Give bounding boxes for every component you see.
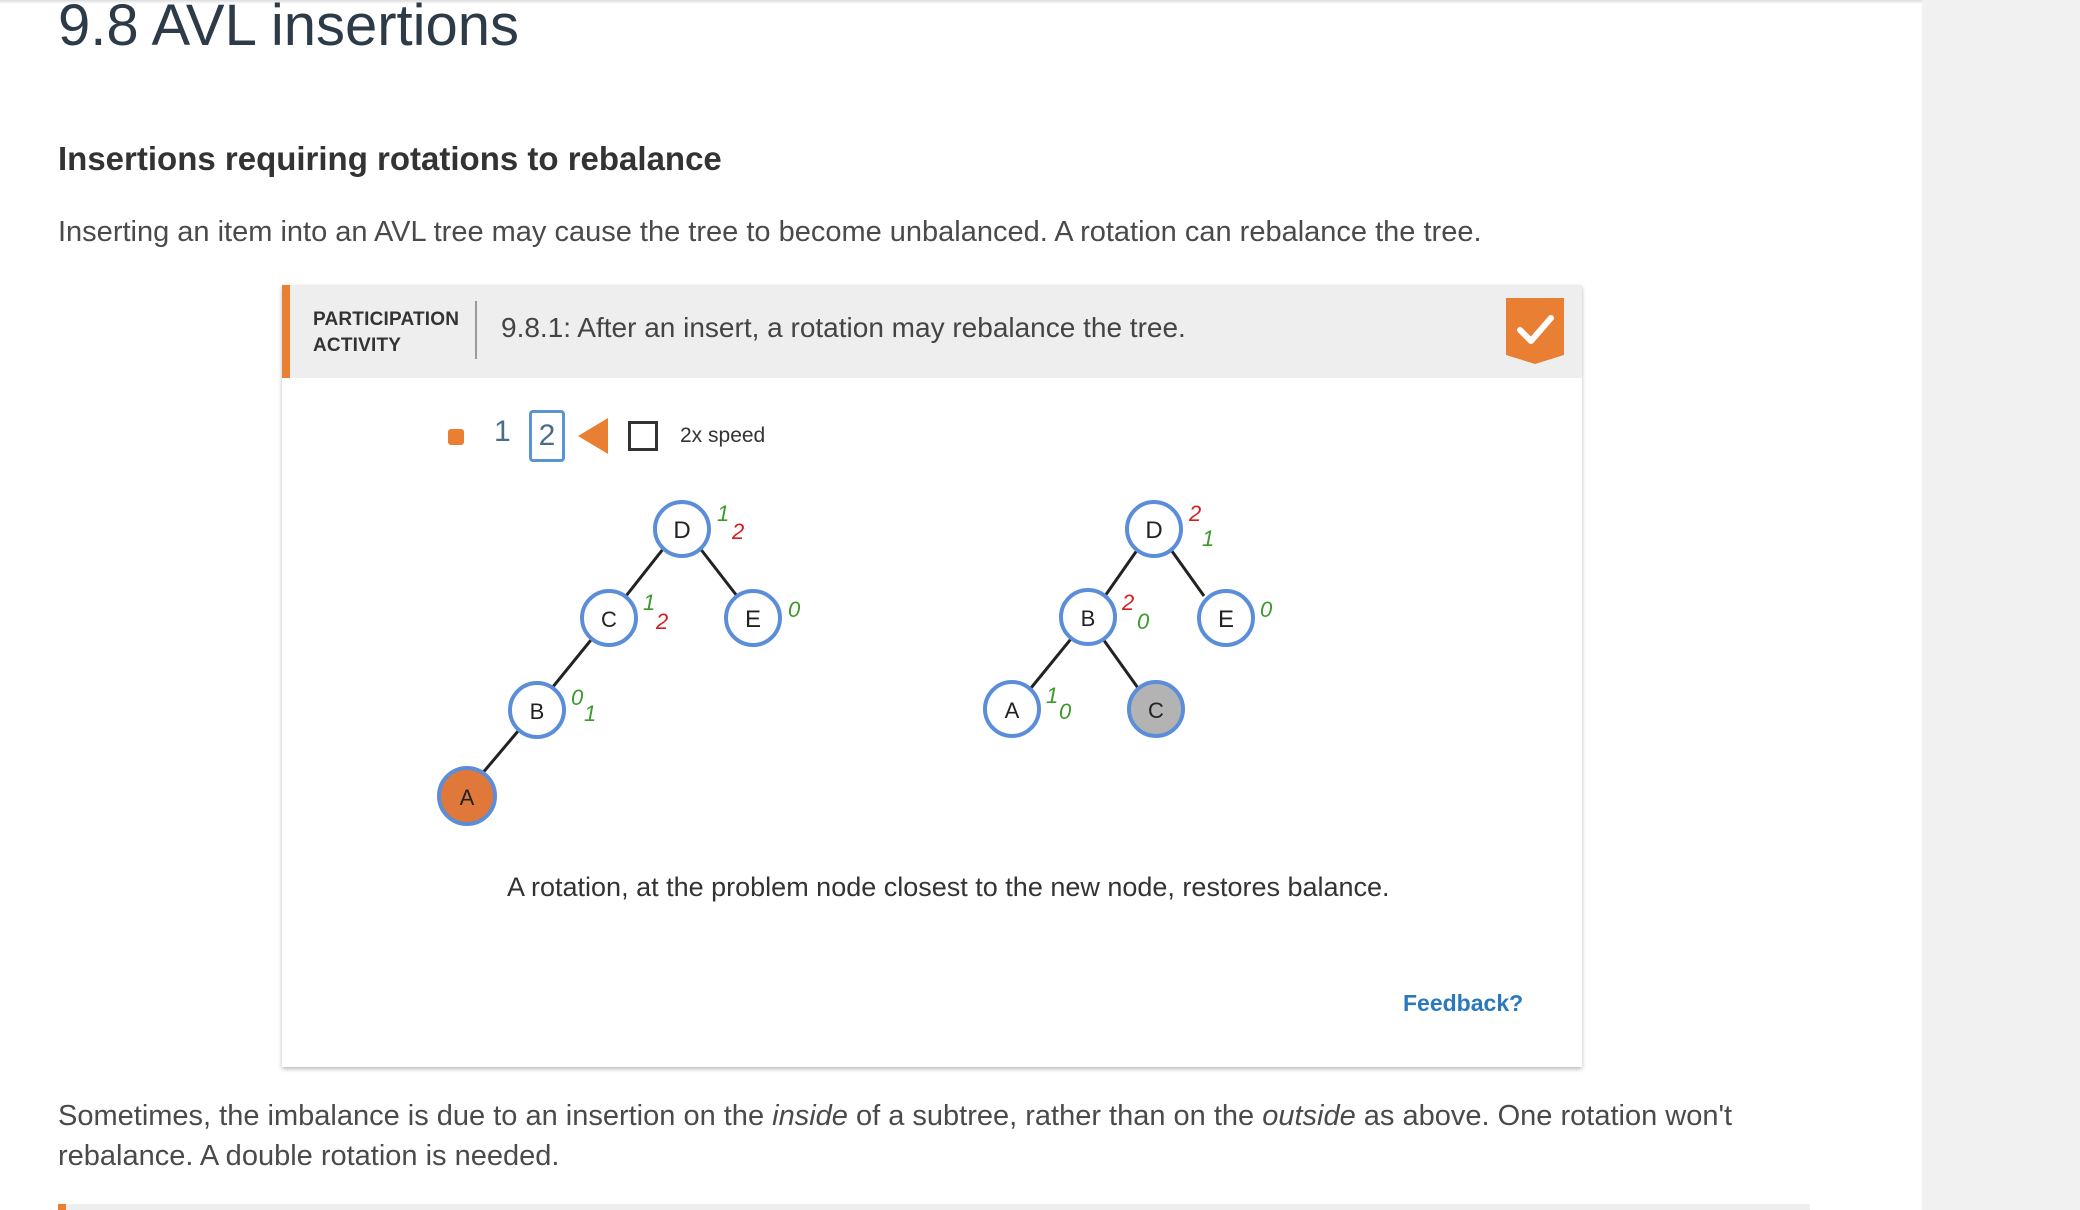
step-2-button[interactable]: 2: [529, 410, 565, 462]
outro-paragraph: Sometimes, the imbalance is due to an in…: [58, 1096, 1758, 1176]
intro-paragraph: Inserting an item into an AVL tree may c…: [58, 216, 1482, 248]
height-left: 1: [717, 501, 729, 526]
height-left: 2: [1121, 590, 1134, 615]
height-right: 2: [731, 519, 744, 544]
tree-node-b-after: B 2 0: [1059, 588, 1150, 646]
section-title: Insertions requiring rotations to rebala…: [58, 140, 722, 177]
tree-node-b: B 0 1: [508, 681, 596, 739]
activity-header: PARTICIPATION ACTIVITY 9.8.1: After an i…: [282, 285, 1582, 378]
node-label: C: [1148, 698, 1164, 723]
start-indicator-icon[interactable]: [448, 429, 464, 445]
activity-type-line2: ACTIVITY: [313, 335, 402, 356]
node-label: A: [1005, 698, 1020, 723]
node-label: E: [1218, 606, 1234, 633]
step-1-button[interactable]: 1: [494, 415, 511, 448]
node-label: D: [673, 517, 690, 544]
height-left: 0: [571, 685, 584, 710]
outro-text-2: of a subtree, rather than on the: [847, 1100, 1263, 1132]
page-title: 9.8 AVL insertions: [58, 0, 520, 58]
height-right: 1: [1202, 526, 1214, 551]
tree-node-c: C 1 2: [580, 589, 668, 647]
height-right: 2: [655, 609, 668, 634]
avl-tree-diagram: D 1 2 C 1 2 E 0 B 0 1 A D: [437, 500, 1273, 826]
tree-node-a-new: A: [437, 766, 497, 826]
activity-title: 9.8.1: After an insert, a rotation may r…: [501, 312, 1186, 343]
participation-activity: PARTICIPATION ACTIVITY 9.8.1: After an i…: [282, 285, 1582, 1067]
header-divider: [475, 301, 477, 359]
activity-accent-stripe: [282, 285, 290, 378]
height-right: 1: [584, 701, 596, 726]
node-label: E: [745, 606, 761, 633]
speed-checkbox[interactable]: [628, 421, 658, 451]
right-gutter: [1922, 0, 2080, 1210]
node-label: A: [460, 785, 475, 810]
outro-text-1: Sometimes, the imbalance is due to an in…: [58, 1100, 773, 1132]
activity-type-label: PARTICIPATION ACTIVITY: [313, 307, 459, 359]
feedback-link[interactable]: Feedback?: [1403, 990, 1524, 1016]
height-left: 0: [1260, 597, 1273, 622]
height-left: 1: [1046, 683, 1058, 708]
tree-node-e-after: E 0: [1197, 589, 1273, 647]
outro-emphasis-inside: inside: [772, 1100, 848, 1132]
height-left: 1: [643, 590, 655, 615]
node-label: B: [530, 699, 545, 724]
tree-node-e: E 0: [724, 589, 801, 647]
height-left: 2: [1188, 501, 1201, 526]
tree-node-a-after: A 1 0: [983, 680, 1072, 738]
outro-text-3: as above. One rotation won't rebalance. …: [58, 1100, 1733, 1172]
tree-node-d: D 1 2: [653, 500, 744, 558]
height-right: 0: [1137, 609, 1150, 634]
node-label: B: [1081, 606, 1096, 631]
activity-type-line1: PARTICIPATION: [313, 309, 460, 330]
height-left: 0: [788, 597, 801, 622]
animation-controls: 1 2 2x speed: [448, 410, 828, 462]
animation-caption: A rotation, at the problem node closest …: [507, 872, 1390, 902]
node-label: C: [601, 607, 617, 632]
tree-node-d-after: D 2 1: [1125, 500, 1214, 558]
speed-label: 2x speed: [680, 424, 766, 447]
next-activity-stripe: [58, 1204, 66, 1210]
top-shadow: [0, 0, 1922, 4]
tree-node-c-after: C: [1127, 680, 1185, 738]
node-label: D: [1145, 517, 1162, 544]
back-arrow-icon[interactable]: [578, 418, 608, 454]
completion-check-icon[interactable]: [1506, 298, 1564, 364]
next-activity-edge: [58, 1204, 1810, 1210]
outro-emphasis-outside: outside: [1262, 1100, 1356, 1132]
height-right: 0: [1059, 699, 1072, 724]
